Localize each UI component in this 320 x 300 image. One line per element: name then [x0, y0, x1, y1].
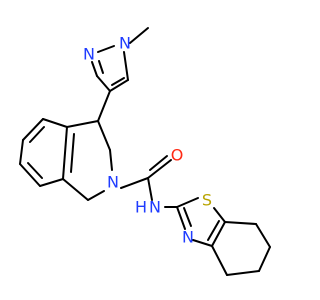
- bond-c7a-c3a-double: [207, 220, 220, 241]
- bond-c5-c6: [22, 118, 44, 141]
- bond-carbonyl-nh: [147, 177, 153, 201]
- bond-c7-c6: [255, 223, 271, 248]
- bond-c4a-c8a: [62, 126, 68, 180]
- bond-c4a-c8a-double: [70, 133, 75, 173]
- bond-c7-c8-double: [27, 162, 43, 179]
- bond-pyrazole-n2-c3-double: [98, 60, 104, 74]
- bond-pyrazole-n2-c3: [91, 61, 98, 77]
- bond-pyrazole-c4-c5: [109, 79, 129, 92]
- bond-c4-c3: [97, 120, 111, 151]
- background: [0, 0, 300, 300]
- atom-n-pyrazole: N: [83, 45, 95, 64]
- atom-h-amide: H: [135, 198, 147, 217]
- bond-pyrazole-to-c4: [97, 90, 111, 122]
- bond-layer: [19, 27, 271, 276]
- bond-pyrazole-c3-c4: [96, 75, 111, 92]
- bond-c2-s: [176, 197, 199, 208]
- bond-c6-c5: [258, 246, 271, 272]
- atom-o-carbonyl: O: [171, 146, 184, 165]
- atom-n-methyl: N: [119, 34, 131, 53]
- bond-c7-c8: [19, 163, 41, 187]
- atom-n-ring: N: [107, 173, 119, 192]
- bond-n-c2-double: [183, 207, 192, 227]
- bond-c3-n2: [109, 149, 113, 171]
- bond-methyl: [129, 27, 149, 44]
- bond-n-c2: [176, 206, 186, 230]
- bond-s-c7a: [213, 207, 226, 223]
- bond-pyrazole-n1-c5: [123, 51, 129, 81]
- bond-c4-c3a: [211, 245, 228, 276]
- bond-carbonyl-o: [147, 159, 172, 179]
- bond-c7a-c7: [224, 221, 257, 225]
- bond-c1-c8a: [62, 178, 89, 201]
- atom-n-thiazole: N: [182, 228, 194, 247]
- bond-carbonyl-o-double: [149, 155, 168, 171]
- bond-pyrazole-n1-n2: [97, 45, 115, 53]
- bond-c4-c4a: [66, 120, 99, 128]
- bond-c6-c7: [19, 139, 24, 165]
- bond-n2-carbonyl: [120, 177, 149, 189]
- bond-pyrazole-c4-c5-double: [111, 77, 125, 86]
- bond-c5-c6-double: [29, 126, 45, 143]
- molecule-canvas: N N N O N H S N: [0, 0, 300, 300]
- bond-c4a-c5: [42, 118, 68, 128]
- bond-n2-c1: [87, 190, 105, 201]
- atom-n-amide: N: [149, 198, 161, 217]
- bond-c3a-n: [192, 239, 213, 247]
- structure-drawing: N N N O N H S N: [0, 0, 300, 300]
- bond-c5-c4: [226, 270, 260, 276]
- atom-s-thiazole: S: [202, 191, 212, 210]
- atom-label-layer: N N N O N H S N: [83, 34, 212, 247]
- bond-c8-c8a: [39, 178, 64, 187]
- bond-c7a-c3a: [211, 221, 226, 247]
